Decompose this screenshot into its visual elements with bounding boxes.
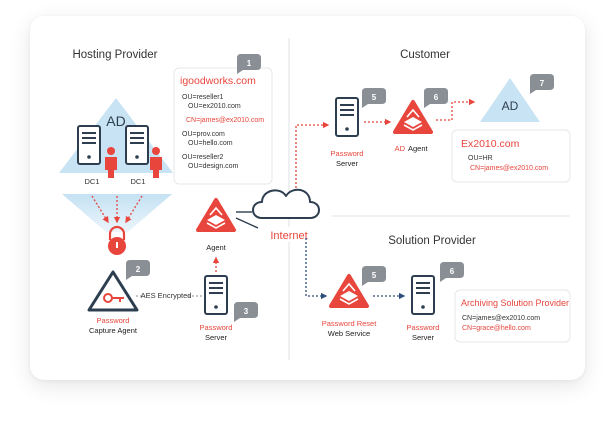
dc1-label-left: DC1 (84, 177, 99, 186)
svg-text:OU=ex2010.com: OU=ex2010.com (188, 103, 241, 110)
svg-text:Agent: Agent (408, 144, 429, 153)
aes-label: AES Encrypted (141, 291, 192, 300)
ad-triangle-customer (480, 78, 540, 122)
step-badge-5-customer: 5 (362, 88, 386, 108)
svg-text:OU=prov.com: OU=prov.com (182, 131, 225, 138)
svg-text:7: 7 (540, 79, 545, 88)
lock-icon (108, 225, 126, 255)
customer-title: Customer (400, 49, 450, 61)
svg-text:Password: Password (407, 323, 440, 332)
svg-text:AD: AD (395, 144, 406, 153)
svg-text:Ex2010.com: Ex2010.com (461, 138, 520, 150)
password-server-hosting (204, 275, 228, 315)
internet-cloud-icon (252, 188, 320, 219)
svg-text:Web Service: Web Service (328, 329, 370, 338)
svg-text:Server: Server (336, 159, 359, 168)
info-box-customer (451, 129, 571, 183)
step-badge-6-customer: 6 (424, 88, 448, 108)
svg-text:OU=reseller1: OU=reseller1 (182, 94, 224, 101)
password-server-customer (335, 97, 359, 137)
internet-label: Internet (270, 230, 307, 242)
svg-text:Password Reset: Password Reset (322, 319, 378, 328)
svg-text:CN=grace@hello.com: CN=grace@hello.com (462, 325, 531, 332)
svg-text:CN=james@ex2010.com: CN=james@ex2010.com (186, 117, 264, 124)
dc1-server-right (125, 125, 149, 165)
step-badge-3: 3 (234, 302, 258, 322)
password-reset-icon (329, 274, 369, 308)
hosting-provider-title: Hosting Provider (72, 49, 157, 61)
dc1-label-right: DC1 (130, 177, 145, 186)
info-title-hosting: igoodworks.com (180, 75, 256, 87)
svg-text:CN=james@ex2010.com: CN=james@ex2010.com (470, 165, 548, 172)
dc1-server-left (77, 125, 101, 165)
svg-text:OU=hello.com: OU=hello.com (188, 140, 233, 147)
step-badge-5-solution: 5 (362, 266, 386, 286)
svg-text:3: 3 (244, 307, 249, 316)
svg-text:Server: Server (205, 333, 228, 342)
svg-text:OU=design.com: OU=design.com (188, 163, 239, 170)
svg-text:Server: Server (412, 333, 435, 342)
step-badge-1: 1 (237, 54, 261, 74)
info-box-solution (454, 289, 571, 343)
password-server-solution (411, 275, 435, 315)
svg-text:Capture Agent: Capture Agent (89, 326, 138, 335)
svg-text:OU=HR: OU=HR (468, 155, 493, 162)
solution-provider-title: Solution Provider (388, 235, 476, 247)
password-capture-agent-icon (87, 270, 139, 312)
ad-label-hosting: AD (106, 113, 125, 129)
agent-icon-hosting (196, 198, 236, 232)
svg-text:6: 6 (450, 267, 455, 276)
svg-text:Password: Password (200, 323, 233, 332)
svg-text:Password: Password (97, 316, 130, 325)
step-badge-6-solution: 6 (440, 262, 464, 282)
svg-text:Archiving Solution Provider: Archiving Solution Provider (461, 298, 569, 308)
svg-text:OU=reseller2: OU=reseller2 (182, 154, 224, 161)
step-badge-7: 7 (530, 74, 554, 94)
svg-text:CN=james@ex2010.com: CN=james@ex2010.com (462, 315, 540, 322)
svg-text:2: 2 (136, 265, 141, 274)
svg-text:5: 5 (372, 93, 377, 102)
ad-label-customer: AD (502, 99, 519, 113)
svg-text:Password: Password (331, 149, 364, 158)
svg-text:6: 6 (434, 93, 439, 102)
svg-text:Agent: Agent (206, 243, 227, 252)
svg-text:5: 5 (372, 271, 377, 280)
step-badge-2: 2 (126, 260, 150, 280)
svg-text:1: 1 (247, 59, 252, 68)
info-box-hosting (173, 67, 273, 185)
